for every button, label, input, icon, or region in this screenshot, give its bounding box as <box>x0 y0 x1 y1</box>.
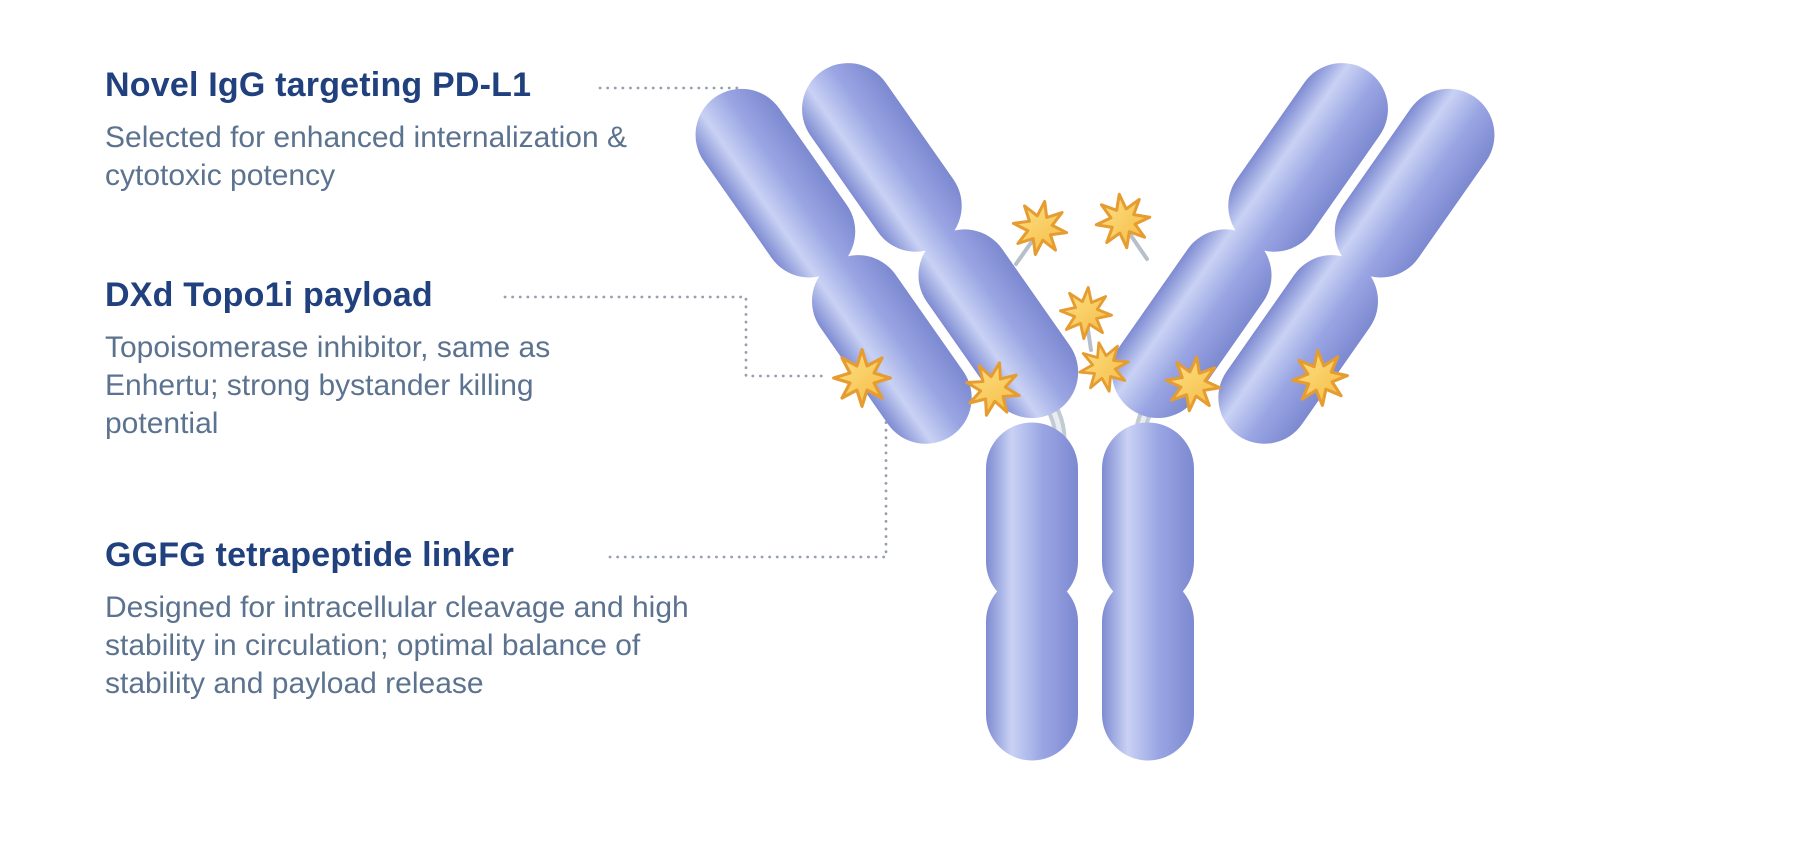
annotation-igg-title: Novel IgG targeting PD-L1 <box>105 66 532 104</box>
payload-star-icon <box>832 348 892 408</box>
annotation-payload-description: Topoisomerase inhibitor, same as Enhertu… <box>105 331 551 440</box>
annotation-payload-title: DXd Topo1i payload <box>105 276 433 314</box>
leader-line-payload <box>503 295 828 378</box>
payload-star-icon <box>1007 195 1073 261</box>
annotation-igg-description: Selected for enhanced internalization & … <box>105 121 628 192</box>
annotation-linker-description: Designed for intracellular cleavage and … <box>105 591 689 700</box>
annotation-linker: GGFG tetrapeptide linker Designed for in… <box>105 536 705 703</box>
annotation-linker-title: GGFG tetrapeptide linker <box>105 536 515 574</box>
fab-arm-left <box>677 45 1097 462</box>
leader-lines <box>503 86 888 559</box>
payload-star-icon <box>1091 189 1155 253</box>
payload-star-icon <box>1056 283 1116 343</box>
fc-region <box>986 422 1194 761</box>
annotation-igg: Novel IgG targeting PD-L1 Selected for e… <box>105 66 705 195</box>
fab-arm-right <box>1093 45 1513 462</box>
leader-line-linker <box>608 400 888 559</box>
annotation-payload: DXd Topo1i payload Topoisomerase inhibit… <box>105 276 610 443</box>
